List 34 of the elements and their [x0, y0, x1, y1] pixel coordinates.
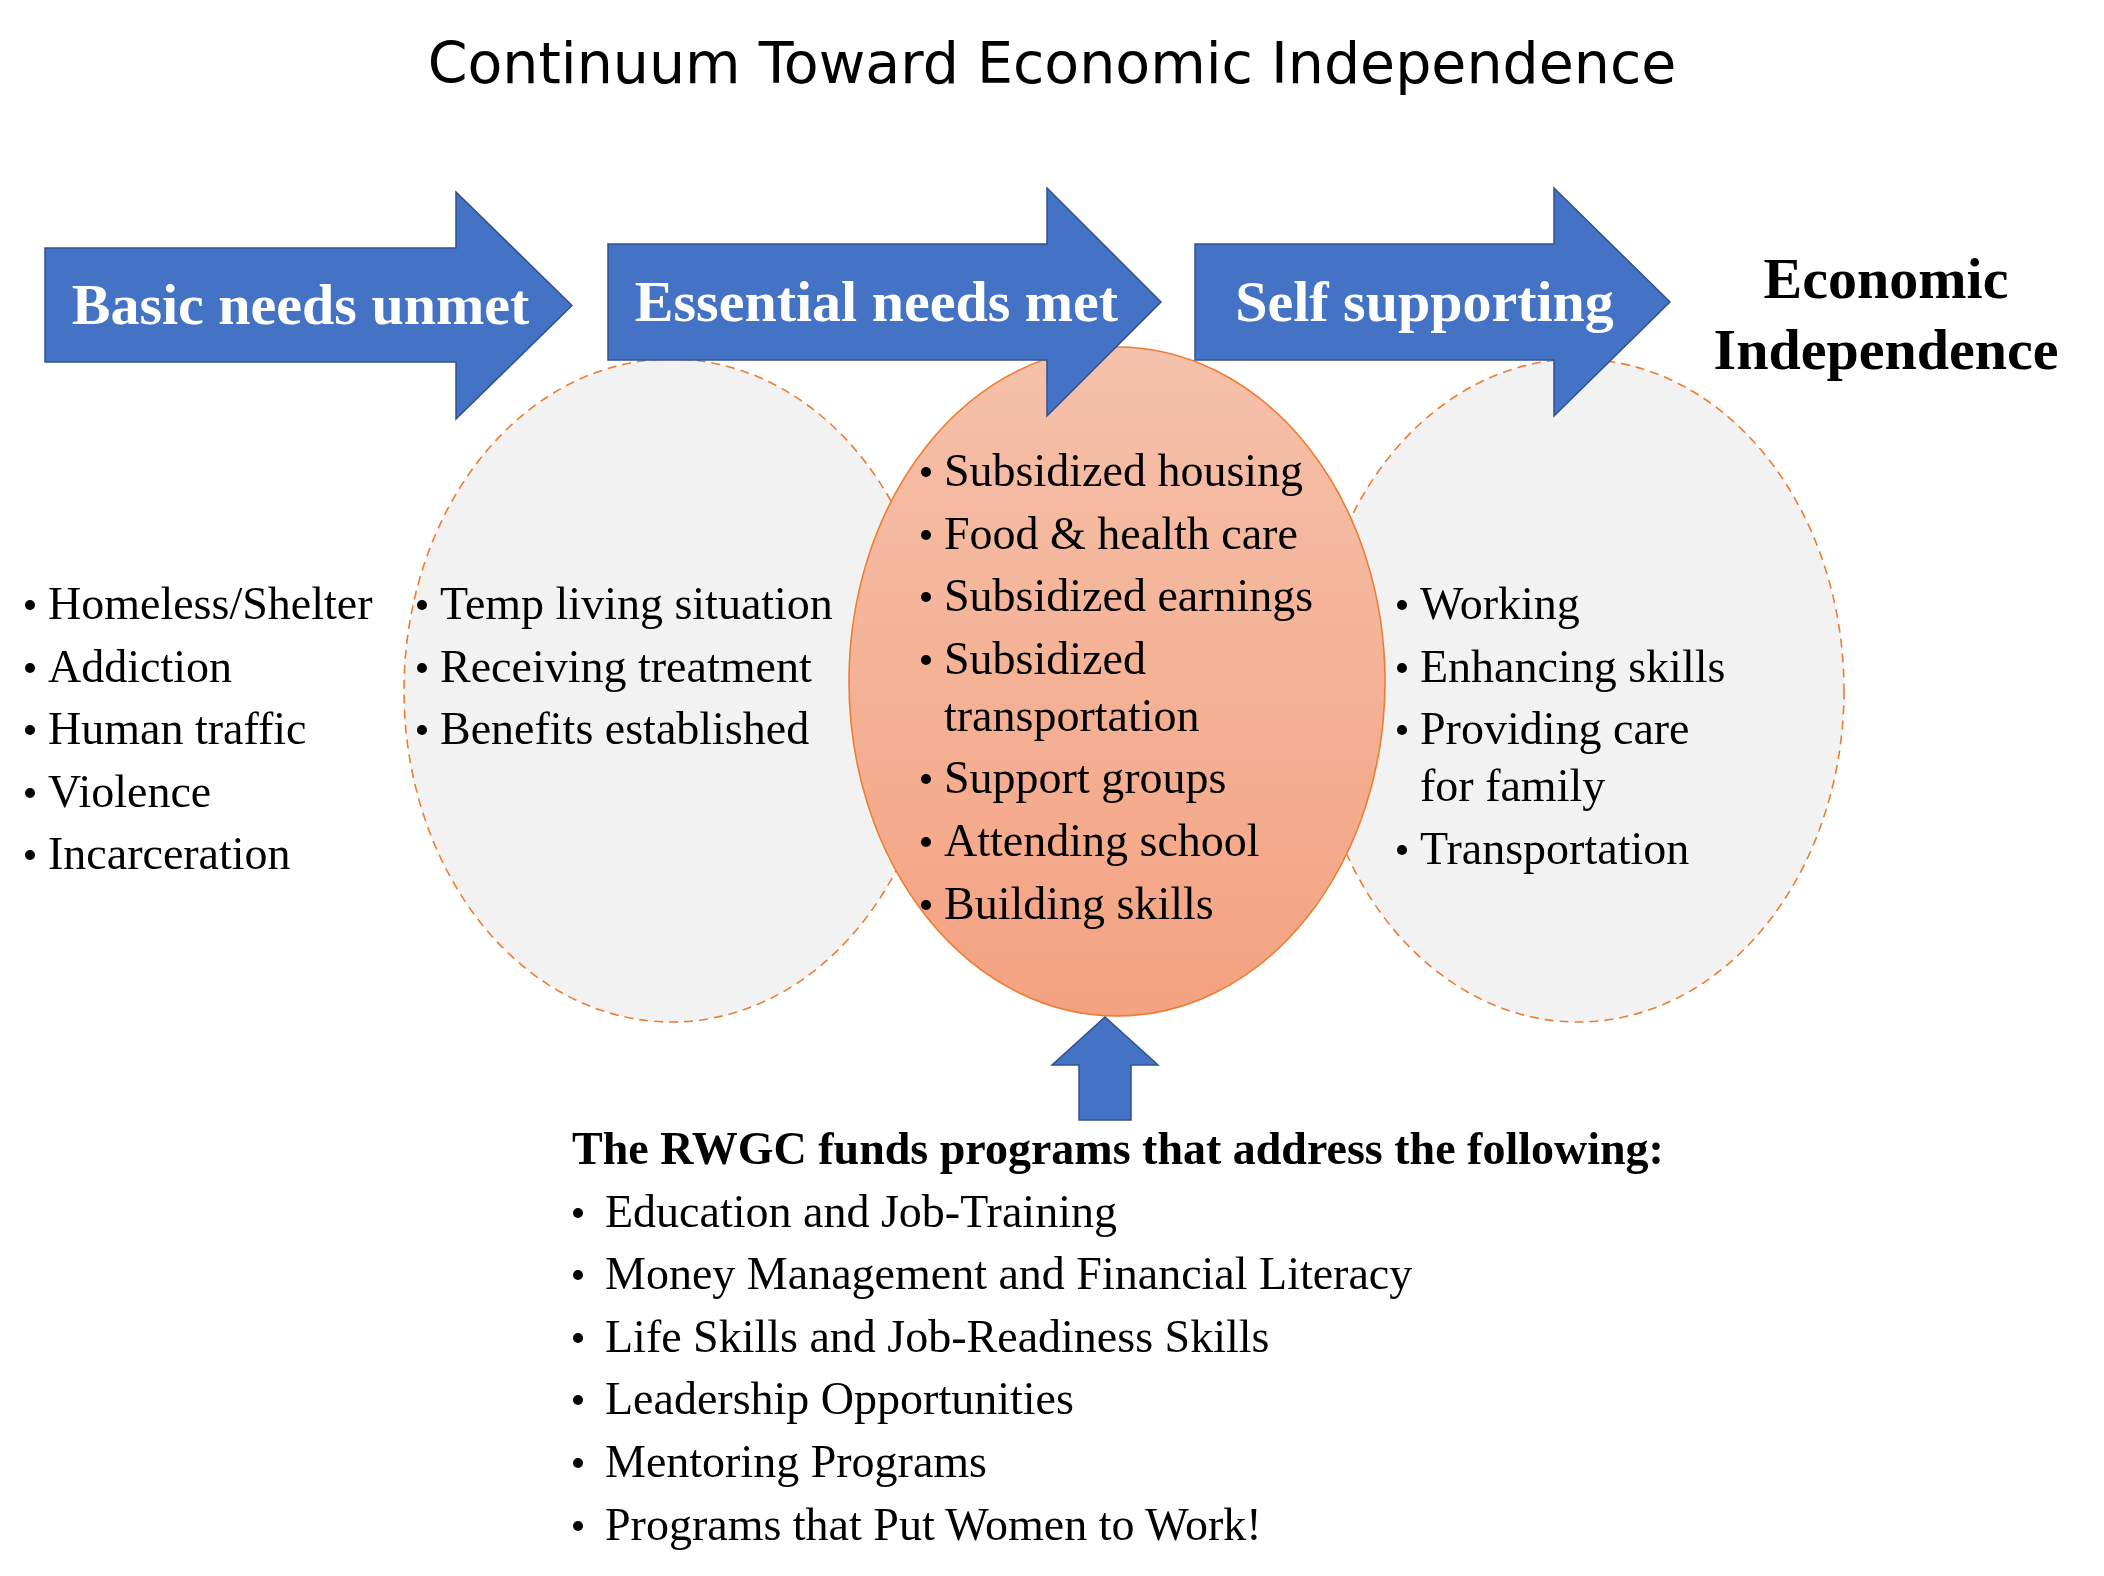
list-item: Transportation [1420, 821, 1690, 876]
list-item: Programs that Put Women to Work! [605, 1497, 1262, 1552]
list-item: Enhancing skills [1420, 639, 1726, 694]
list-item: Human traffic [48, 702, 307, 757]
list-item: Life Skills and Job-Readiness Skills [605, 1309, 1270, 1364]
list-item: Mentoring Programs [605, 1434, 987, 1489]
list-item: Leadership Opportunities [605, 1372, 1074, 1427]
list-heading: The RWGC funds programs that address the following: [572, 1122, 1664, 1176]
stage-label: Self supporting [1235, 269, 1614, 335]
list-item: Money Management and Financial Literacy [605, 1247, 1413, 1302]
list-item: Violence [48, 764, 212, 819]
stage-label: Basic needs unmet [71, 272, 530, 338]
goal-heading: Economic Independence [1713, 245, 2059, 384]
list-item: Education and Job-Training [605, 1184, 1117, 1239]
list-item: Benefits established [440, 702, 810, 757]
list-item: Working [1420, 577, 1580, 631]
filled-ellipse [848, 346, 1386, 1017]
list-item: Subsidized transportation [944, 631, 1201, 743]
stage-label: Essential needs met [634, 269, 1119, 335]
list-item: Incarceration [48, 827, 291, 882]
list-item: Subsidized earnings [944, 569, 1314, 624]
list-item: Addiction [48, 639, 232, 694]
list-item: Attending school [944, 813, 1260, 868]
list-item: Homeless/Shelter [48, 577, 373, 631]
list-item: Receiving treatment [440, 639, 812, 694]
list-item: Subsidized housing [944, 444, 1304, 498]
list-item: Temp living situation [440, 577, 833, 631]
list-item: Providing care for family [1420, 702, 1691, 814]
list-item: Building skills [944, 876, 1214, 931]
block-arrow [44, 191, 573, 420]
list-item: Food & health care [944, 506, 1298, 561]
list-item: Support groups [944, 751, 1227, 806]
up-arrow [1050, 1016, 1160, 1121]
title: Continuum Toward Economic Independence [427, 29, 1677, 98]
